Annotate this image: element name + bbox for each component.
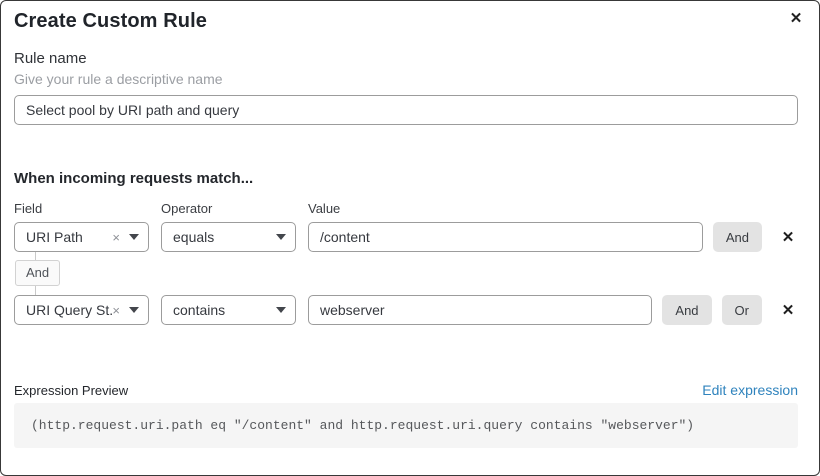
expression-code-block: (http.request.uri.path eq "/content" and… — [14, 403, 798, 448]
field-select[interactable]: URI Query St... × — [14, 295, 149, 325]
field-select[interactable]: URI Path × — [14, 222, 149, 252]
expression-preview-label: Expression Preview — [14, 383, 129, 398]
column-header-value: Value — [308, 201, 341, 216]
close-icon[interactable]: ✕ — [785, 8, 807, 30]
match-heading: When incoming requests match... — [14, 170, 254, 187]
operator-select-value: contains — [173, 302, 226, 318]
remove-row-icon[interactable]: ✕ — [778, 301, 798, 319]
chevron-down-icon — [129, 234, 139, 240]
field-select-value: URI Path — [26, 229, 83, 245]
expression-preview-header: Expression Preview Edit expression — [14, 382, 798, 398]
condition-row: URI Query St... × contains And Or ✕ — [14, 295, 798, 325]
chevron-down-icon — [276, 234, 286, 240]
expression-code: (http.request.uri.path eq "/content" and… — [31, 418, 695, 433]
logic-connector: And — [14, 252, 798, 295]
chevron-down-icon — [129, 307, 139, 313]
operator-select[interactable]: equals — [161, 222, 296, 252]
chevron-down-icon — [276, 307, 286, 313]
or-button[interactable]: Or — [721, 295, 762, 325]
operator-select-value: equals — [173, 229, 215, 245]
connector-line — [35, 286, 36, 295]
connector-line — [35, 252, 36, 260]
dialog-title: Create Custom Rule — [14, 10, 207, 32]
edit-expression-link[interactable]: Edit expression — [702, 382, 798, 398]
rule-name-label: Rule name — [14, 50, 87, 67]
operator-select[interactable]: contains — [161, 295, 296, 325]
clear-selection-icon[interactable]: × — [112, 229, 120, 245]
builder-column-headers: Field Operator Value — [14, 201, 798, 216]
condition-row: URI Path × equals And ✕ — [14, 222, 798, 252]
rule-name-hint: Give your rule a descriptive name — [14, 71, 223, 87]
and-button[interactable]: And — [662, 295, 712, 325]
column-header-operator: Operator — [161, 201, 213, 216]
and-button[interactable]: And — [712, 222, 762, 252]
field-select-value: URI Query St... — [26, 302, 113, 318]
value-input[interactable] — [308, 222, 703, 252]
connector-and-badge[interactable]: And — [15, 260, 61, 286]
clear-selection-icon[interactable]: × — [112, 302, 120, 318]
remove-row-icon[interactable]: ✕ — [778, 228, 798, 246]
column-header-field: Field — [14, 201, 43, 216]
value-input[interactable] — [308, 295, 653, 325]
rule-name-input[interactable] — [14, 95, 798, 125]
